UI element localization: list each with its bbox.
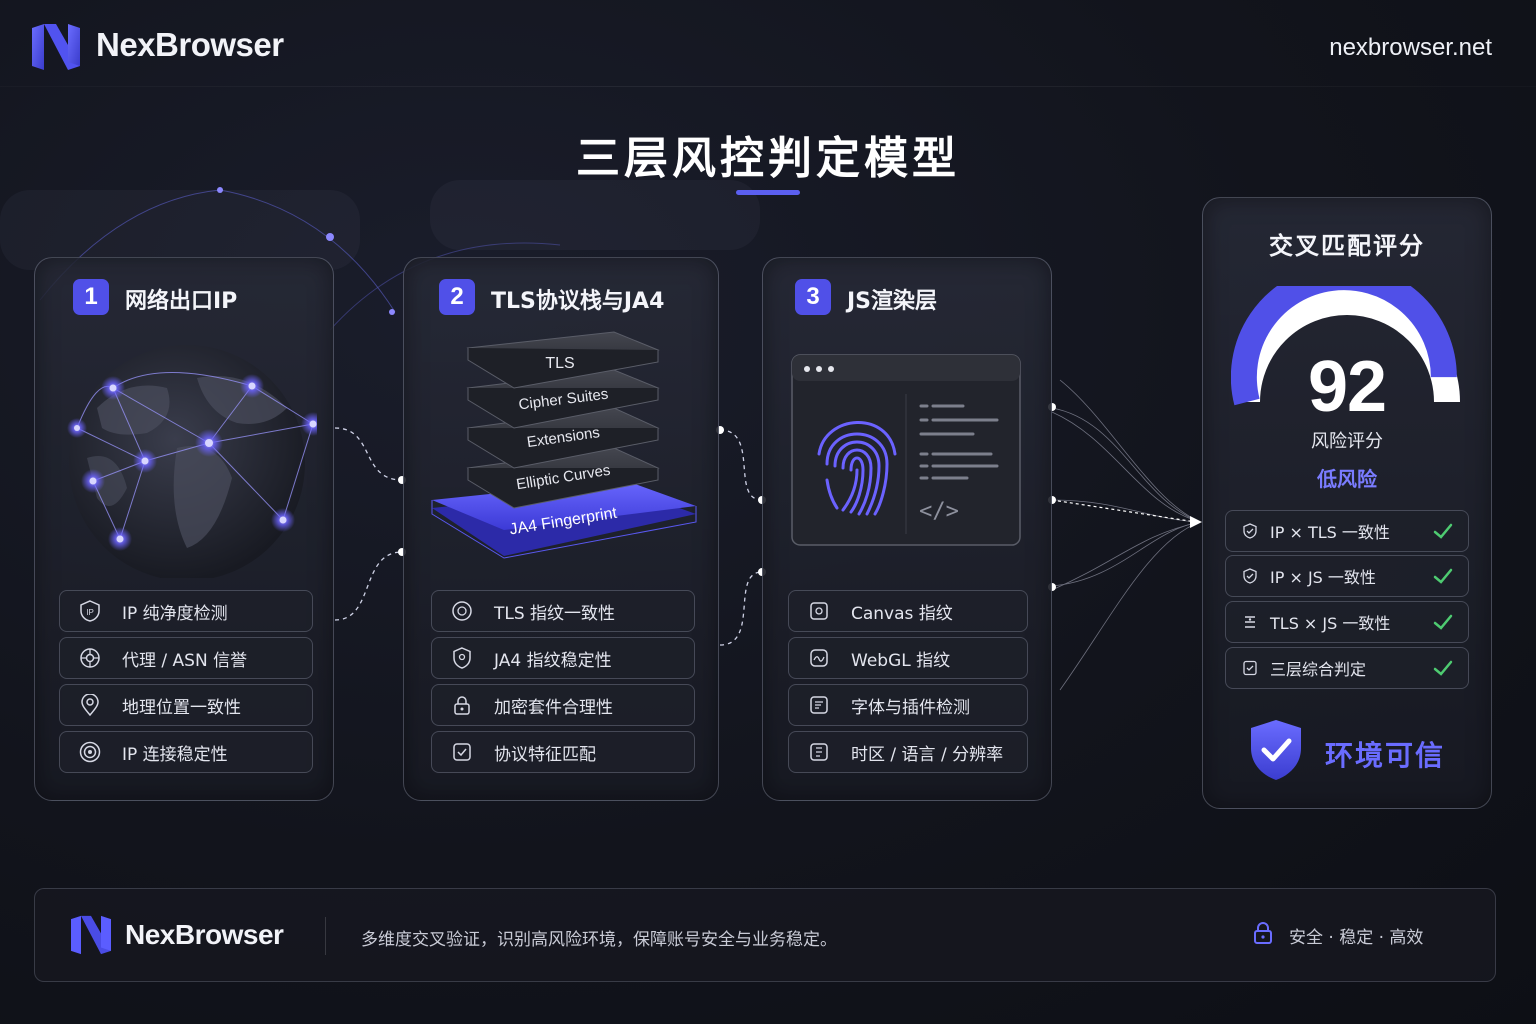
globe-icon — [67, 345, 317, 578]
check-item: IP × TLS 一致性 — [1225, 510, 1469, 552]
panel-number: 3 — [795, 279, 831, 315]
item-label: Canvas 指纹 — [851, 603, 953, 624]
list-item[interactable]: IP IP 纯净度检测 — [59, 590, 313, 632]
panel-tls-ja4: 2 TLS协议栈与JA4 JA4 Fingerprint Elliptic Cu… — [403, 257, 719, 801]
check-item: TLS × JS 一致性 — [1225, 601, 1469, 643]
site-url[interactable]: nexbrowser.net — [1329, 34, 1492, 61]
score-title: 交叉匹配评分 — [1269, 232, 1425, 260]
footer-logo-icon — [71, 915, 111, 955]
browser-window-icon: </> — [791, 354, 1021, 546]
trust-label: 环境可信 — [1325, 739, 1446, 772]
svg-text:</>: </> — [919, 499, 959, 524]
risk-gauge — [1231, 286, 1460, 406]
font-icon — [807, 693, 831, 717]
item-label: 时区 / 语言 / 分辨率 — [851, 744, 1004, 765]
proxy-icon — [78, 646, 102, 670]
list-item[interactable]: 地理位置一致性 — [59, 684, 313, 726]
panel-number: 1 — [73, 279, 109, 315]
item-label: WebGL 指纹 — [851, 650, 951, 671]
lock-icon — [1254, 922, 1272, 944]
tls-stack-icon: JA4 Fingerprint Elliptic Curves Extensio… — [431, 331, 697, 559]
risk-level: 低风险 — [1317, 467, 1377, 491]
checkmark-icon — [1433, 614, 1453, 630]
layers-icon — [1240, 612, 1260, 632]
panel-title: 网络出口IP — [125, 289, 238, 314]
list-item[interactable]: IP 连接稳定性 — [59, 731, 313, 773]
svg-text:IP: IP — [86, 608, 94, 617]
lock-icon — [450, 693, 474, 717]
list-item[interactable]: TLS 指纹一致性 — [431, 590, 695, 632]
list-item[interactable]: 代理 / ASN 信誉 — [59, 637, 313, 679]
check-label: IP × JS 一致性 — [1270, 568, 1376, 587]
footer-tags: 安全 · 稳定 · 高效 — [1289, 928, 1424, 948]
webgl-icon — [807, 646, 831, 670]
footer-divider — [325, 917, 326, 955]
brand-name: NexBrowser — [96, 26, 284, 63]
location-pin-icon — [78, 693, 102, 717]
fingerprint-small-icon — [450, 599, 474, 623]
score-value: 92 — [1307, 347, 1387, 427]
list-item[interactable]: 协议特征匹配 — [431, 731, 695, 773]
panel-number: 2 — [439, 279, 475, 315]
panel-score: 交叉匹配评分 92 风险评分 低风险 IP × TLS 一致性 IP × JS … — [1202, 197, 1492, 809]
item-label: JA4 指纹稳定性 — [494, 650, 612, 671]
item-label: 代理 / ASN 信誉 — [122, 650, 248, 671]
check-item: 三层综合判定 — [1225, 647, 1469, 689]
header-divider — [0, 86, 1536, 87]
checkmark-icon — [1433, 568, 1453, 584]
page-title: 三层风控判定模型 — [576, 133, 960, 184]
list-item[interactable]: 时区 / 语言 / 分辨率 — [788, 731, 1028, 773]
title-underline — [736, 190, 800, 195]
list-item[interactable]: 加密套件合理性 — [431, 684, 695, 726]
panel-network-ip: 1 网络出口IP — [34, 257, 334, 801]
item-label: TLS 指纹一致性 — [494, 603, 616, 624]
trust-shield-icon — [1251, 720, 1301, 780]
list-item[interactable]: JA4 指纹稳定性 — [431, 637, 695, 679]
ip-icon: IP — [78, 599, 102, 623]
logo-icon — [32, 24, 80, 70]
check-label: TLS × JS 一致性 — [1270, 614, 1391, 633]
footer-brand: NexBrowser — [125, 919, 284, 950]
signal-icon — [78, 740, 102, 764]
item-label: IP 连接稳定性 — [122, 744, 228, 765]
panel-title: TLS协议栈与JA4 — [491, 289, 665, 314]
canvas-icon — [807, 599, 831, 623]
check-label: 三层综合判定 — [1270, 660, 1367, 679]
timezone-icon — [807, 740, 831, 764]
footer-bar: NexBrowser 多维度交叉验证，识别高风险环境，保障账号安全与业务稳定。 … — [34, 888, 1496, 982]
item-label: IP 纯净度检测 — [122, 603, 228, 624]
item-label: 协议特征匹配 — [494, 744, 596, 765]
stack-layer-1: TLS — [545, 355, 574, 372]
panel-title: JS渲染层 — [847, 289, 938, 314]
checkmark-icon — [1433, 660, 1453, 676]
item-label: 字体与插件检测 — [851, 697, 970, 718]
shield-icon — [450, 646, 474, 670]
panel-js-render: 3 JS渲染层 </> Canvas 指纹 WebGL — [762, 257, 1052, 801]
list-item[interactable]: Canvas 指纹 — [788, 590, 1028, 632]
check-label: IP × TLS 一致性 — [1270, 523, 1390, 542]
item-label: 加密套件合理性 — [494, 697, 613, 718]
shield-check-icon — [1240, 566, 1260, 586]
checkmark-icon — [1433, 523, 1453, 539]
footer-text: 多维度交叉验证，识别高风险环境，保障账号安全与业务稳定。 — [361, 930, 837, 950]
item-label: 地理位置一致性 — [122, 697, 241, 718]
list-item[interactable]: WebGL 指纹 — [788, 637, 1028, 679]
match-icon — [450, 740, 474, 764]
list-item[interactable]: 字体与插件检测 — [788, 684, 1028, 726]
shield-check-icon — [1240, 521, 1260, 541]
check-item: IP × JS 一致性 — [1225, 555, 1469, 597]
risk-label: 风险评分 — [1311, 431, 1383, 452]
doc-check-icon — [1240, 658, 1260, 678]
